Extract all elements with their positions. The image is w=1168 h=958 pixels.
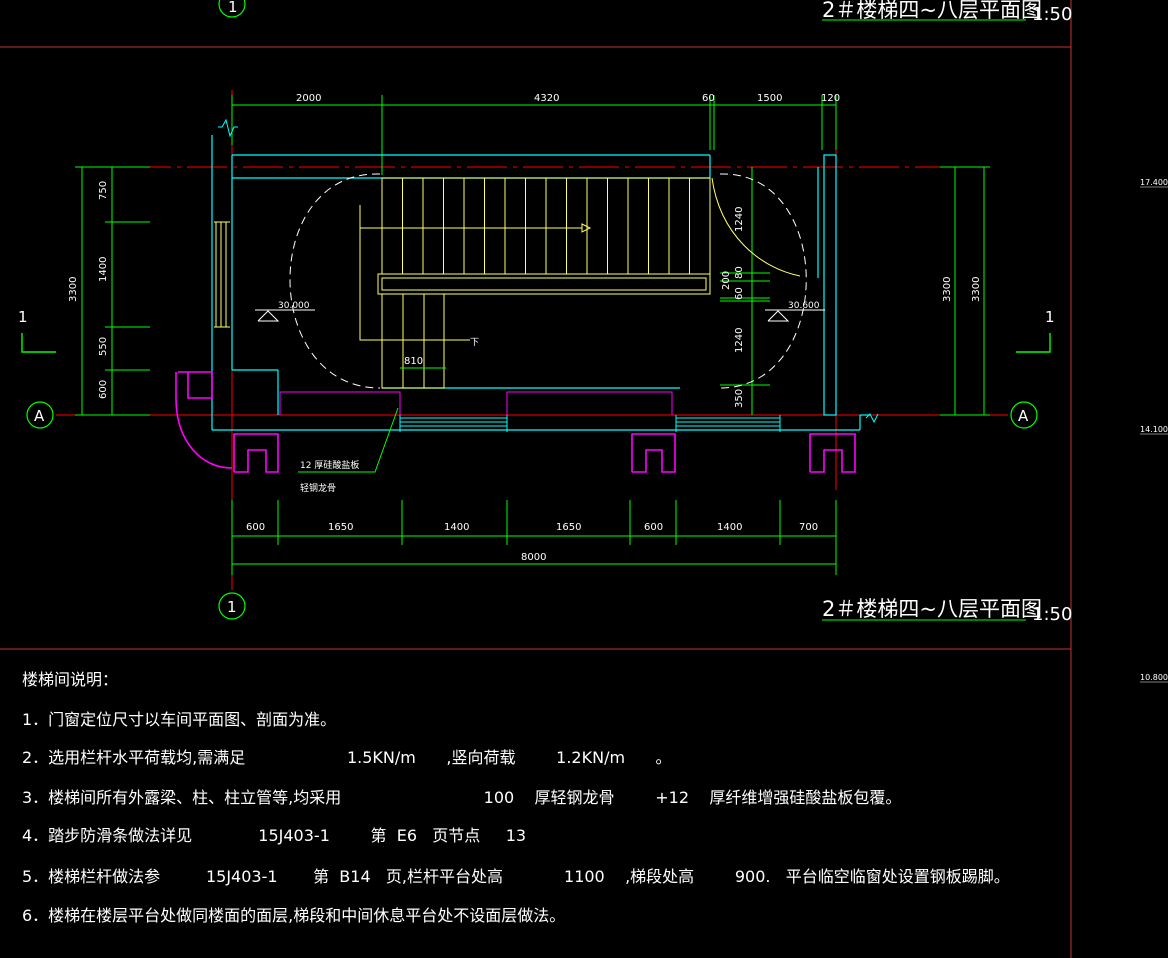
dim-left-0: 750 (98, 181, 109, 200)
dim-top-3: 1500 (757, 93, 782, 104)
dim-bottom (231, 500, 837, 575)
dim-810: 810 (404, 356, 423, 367)
dim-right-2: 200 (721, 271, 732, 290)
level-marker-right (765, 309, 825, 322)
dim-top-1: 4320 (534, 93, 559, 104)
stair-direction-line (359, 205, 470, 341)
walls (211, 135, 870, 431)
beams (279, 391, 673, 415)
side-level-0: 17.400 (1140, 178, 1168, 187)
level-marker-left (255, 309, 315, 322)
axis-bubble-a-left (26, 401, 54, 429)
notes-item-1: 1．门窗定位尺寸以车间平面图、剖面为准。 (22, 710, 337, 729)
dim-right-b: 3300 (971, 277, 982, 302)
axis-bubble-a-right (1010, 401, 1038, 429)
turning-arc-left (289, 173, 381, 389)
section-label-right: 1 (1045, 308, 1055, 326)
axis-label-top: 1 (228, 0, 238, 16)
dim-right-1: 80 (734, 266, 745, 279)
dim-bottom-1: 1650 (328, 522, 353, 533)
axis-label-a-right: A (1018, 407, 1029, 425)
dim-bottom-2: 1400 (444, 522, 469, 533)
dim-total: 8000 (521, 552, 546, 563)
dim-left-3: 600 (98, 380, 109, 399)
notes-item-4: 4．踏步防滑条做法详见 15J403-1 第 E6 页节点 13 (22, 826, 527, 845)
notes-item-3: 3．楼梯间所有外露梁、柱、柱立管等,均采用 100 厚轻钢龙骨 +12 厚纤维增… (22, 788, 902, 807)
notes-item-5: 5．楼梯栏杆做法参 15J403-1 第 B14 页,栏杆平台处高 1100 ,… (22, 867, 1010, 886)
dim-bottom-3: 1650 (556, 522, 581, 533)
dim-right-4: 1240 (734, 328, 745, 353)
dim-bottom-6: 700 (799, 522, 818, 533)
turning-arc-right (719, 173, 807, 389)
notes-heading: 楼梯间说明： (22, 670, 119, 689)
side-level-1: 14.100 (1140, 425, 1168, 434)
dim-bottom-5: 1400 (717, 522, 742, 533)
dim-right-0: 1240 (734, 207, 745, 232)
drawing-title: 2＃楼梯四~八层平面图 (822, 597, 1042, 621)
section-mark-left (21, 333, 56, 353)
dim-left-2: 550 (98, 337, 109, 356)
bottom-windows (399, 415, 781, 432)
left-window (214, 221, 230, 328)
section-label-left: 1 (18, 308, 28, 326)
stair-mark: 下 (470, 338, 479, 348)
dim-right (720, 166, 990, 416)
dim-top (231, 95, 837, 175)
side-level-2: 10.800 (1140, 673, 1168, 682)
columns (175, 371, 856, 473)
dim-bottom-0: 600 (246, 522, 265, 533)
scale-top: 1:50 (1032, 4, 1072, 25)
drawing-scale: 1:50 (1032, 604, 1072, 625)
dim-top-2: 60 (702, 93, 715, 104)
dim-bottom-4: 600 (644, 522, 663, 533)
door-swing (711, 177, 801, 277)
dim-top-0: 2000 (296, 93, 321, 104)
note-line2: 轻钢龙骨 (300, 482, 336, 494)
level-right: 30.600 (788, 301, 820, 311)
stair-lower-flight (381, 293, 445, 389)
dim-right-5: 350 (734, 389, 745, 408)
dim-top-4: 120 (821, 93, 840, 104)
axis-label-1: 1 (227, 598, 237, 616)
dim-left (75, 166, 150, 416)
stair-arrow-icon (581, 223, 592, 233)
notes-item-2: 2．选用栏杆水平荷载均,需满足 1.5KN/m ,竖向荷载 1.2KN/m 。 (22, 748, 672, 767)
level-left: 30.000 (278, 301, 310, 311)
axis-label-a-left: A (34, 407, 45, 425)
dim-left-1: 1400 (98, 257, 109, 282)
break-line-right (865, 413, 879, 424)
axis-bubble-top (218, 0, 246, 18)
dim-right-a: 3300 (942, 277, 953, 302)
note-leader (298, 407, 399, 473)
stair-treads (402, 178, 690, 274)
dim-left-total: 3300 (68, 277, 79, 302)
dim-right-3: 60 (734, 287, 745, 300)
note-line1: 12 厚硅酸盐板 (300, 459, 359, 471)
title-top: 2＃楼梯四~八层平面图 (822, 0, 1042, 22)
section-mark-right (1016, 333, 1051, 353)
stair-handrail (377, 273, 711, 295)
notes-item-6: 6．楼梯在楼层平台处做同楼面的面层,梯段和中间休息平台处不设面层做法。 (22, 906, 566, 925)
break-line-top (218, 118, 238, 138)
axis-bubble-1 (218, 592, 246, 620)
